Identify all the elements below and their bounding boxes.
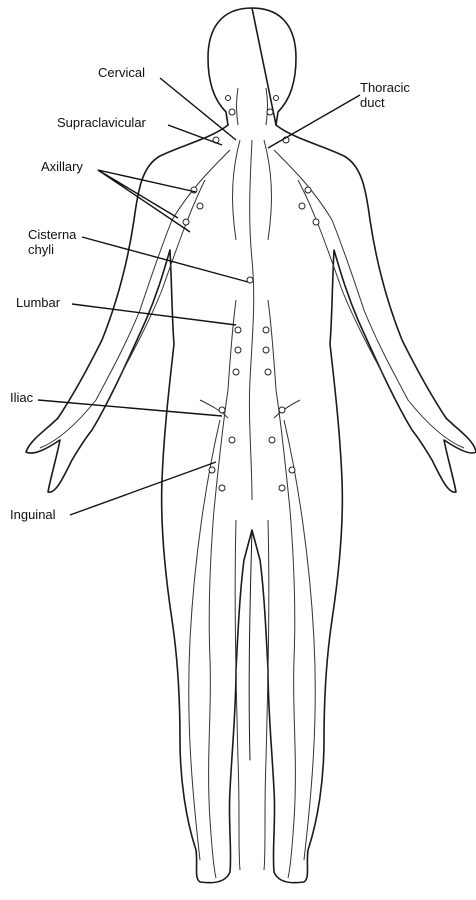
label-thoracic-duct: Thoracic duct <box>360 80 410 110</box>
label-lumbar: Lumbar <box>16 295 60 310</box>
lymph-vessels <box>40 88 464 878</box>
iliac-leader <box>38 400 222 416</box>
axillary-leader-2 <box>98 170 178 218</box>
cisterna-chyli-leader <box>82 237 248 282</box>
head-outline <box>208 8 296 125</box>
label-cervical: Cervical <box>98 65 145 80</box>
lumbar-leader <box>72 304 236 325</box>
label-cisterna-chyli: Cisterna chyli <box>28 227 76 257</box>
inguinal-leader <box>70 462 216 515</box>
cervical-leader <box>160 78 236 140</box>
axillary-leader-3 <box>98 170 190 232</box>
label-axillary: Axillary <box>41 159 83 174</box>
axillary-leader-1 <box>98 170 196 192</box>
label-inguinal: Inguinal <box>10 507 56 522</box>
label-supraclavicular: Supraclavicular <box>57 115 146 130</box>
thoracic-duct-leader <box>268 95 360 148</box>
body-outline <box>26 125 476 883</box>
label-iliac: Iliac <box>10 390 33 405</box>
